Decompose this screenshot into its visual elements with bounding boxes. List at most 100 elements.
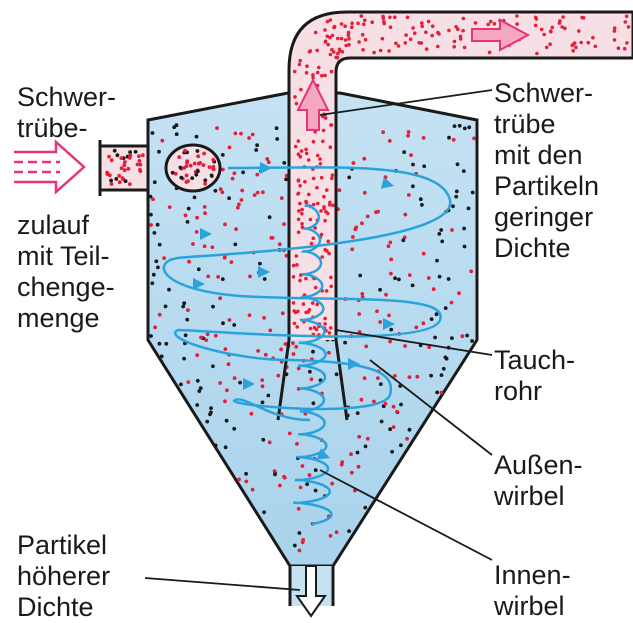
particle [156, 223, 160, 227]
particle [335, 372, 339, 376]
particle [211, 305, 215, 309]
particle [534, 16, 538, 20]
particle [186, 380, 190, 384]
particle [594, 45, 598, 49]
particle [126, 167, 130, 171]
particle [124, 179, 128, 183]
particle [197, 389, 201, 393]
particle [440, 240, 444, 244]
particle [227, 362, 231, 366]
particle [572, 42, 576, 46]
particle [418, 549, 422, 553]
particle [305, 152, 309, 156]
particle [409, 153, 413, 157]
particle [362, 157, 366, 161]
particle [209, 406, 213, 410]
particle [425, 514, 429, 518]
particle [273, 469, 277, 473]
particle [623, 47, 627, 51]
particle [315, 186, 319, 190]
particle [352, 161, 356, 165]
particle [268, 215, 272, 219]
particle [422, 136, 426, 140]
particle [214, 189, 218, 193]
particle [233, 376, 237, 380]
particle [338, 188, 342, 192]
particle [613, 26, 617, 30]
particle [203, 178, 207, 182]
particle [168, 205, 172, 209]
particle [152, 452, 156, 456]
particle [360, 292, 364, 296]
particle [409, 37, 413, 41]
particle [169, 484, 173, 488]
particle [336, 56, 340, 60]
particle [329, 145, 333, 149]
particle [403, 506, 407, 510]
particle [186, 308, 190, 312]
particle [298, 63, 302, 67]
particle [459, 37, 463, 41]
particle [386, 498, 390, 502]
particle [301, 464, 305, 468]
particle [515, 14, 519, 18]
particle [421, 321, 425, 325]
particle [403, 213, 407, 217]
particle [452, 45, 456, 49]
particle [187, 443, 191, 447]
particle [167, 288, 171, 292]
particle [314, 468, 318, 472]
particle [407, 130, 411, 134]
particle [220, 190, 224, 194]
particle [323, 74, 327, 78]
particle [331, 173, 335, 177]
particle [324, 40, 328, 44]
particle [223, 399, 227, 403]
particle [197, 267, 201, 271]
particle [271, 236, 275, 240]
particle [160, 355, 164, 359]
particle [436, 45, 440, 49]
particle [439, 419, 443, 423]
particle [333, 25, 337, 29]
particle [325, 249, 329, 253]
particle [350, 21, 354, 25]
particle [160, 139, 164, 143]
particle [151, 456, 155, 460]
particle [221, 466, 225, 470]
particle [238, 381, 242, 385]
particle [267, 160, 271, 164]
particle [397, 471, 401, 475]
particle [299, 88, 303, 92]
particle [224, 347, 228, 351]
particle [213, 467, 217, 471]
particle [149, 493, 153, 497]
particle [293, 544, 297, 548]
particle [450, 301, 454, 305]
particle [196, 154, 200, 158]
particle [187, 207, 191, 211]
particle [275, 137, 279, 141]
particle [453, 124, 457, 128]
particle [404, 41, 408, 45]
particle [330, 177, 334, 181]
particle [389, 272, 393, 276]
particle [397, 44, 401, 48]
particle [401, 238, 405, 242]
particle [244, 472, 248, 476]
particle [294, 345, 298, 349]
particle [591, 36, 595, 40]
particle [310, 242, 314, 246]
particle [388, 15, 392, 19]
particle [298, 184, 302, 188]
particle [411, 163, 415, 167]
particle [321, 140, 325, 144]
particle [298, 549, 302, 553]
particle [439, 228, 443, 232]
particle [202, 163, 206, 167]
particle [534, 24, 538, 28]
particle [574, 46, 578, 50]
particle [379, 49, 383, 53]
particle [295, 254, 299, 258]
particle [408, 428, 412, 432]
